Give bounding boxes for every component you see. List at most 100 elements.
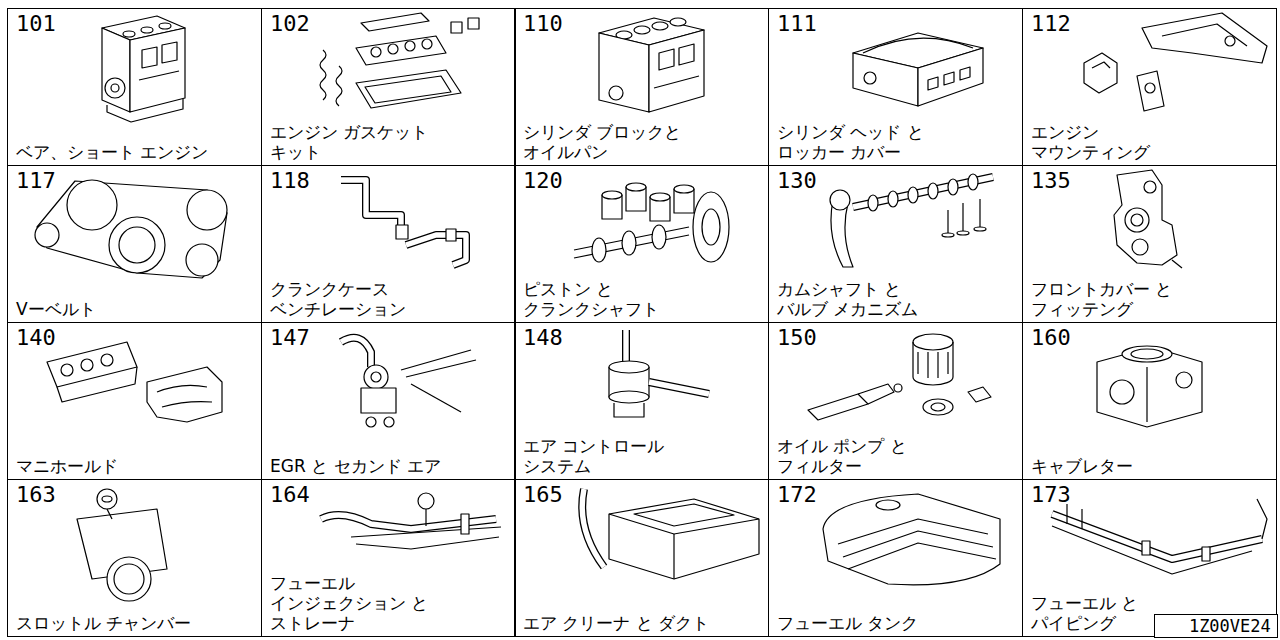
part-sketch [1052, 499, 1267, 574]
section-number: 112 [1031, 11, 1071, 37]
part-sketch [599, 18, 704, 112]
sketch-ellipse [693, 192, 729, 262]
section-number: 101 [16, 11, 56, 37]
sketch-line [928, 77, 938, 90]
catalog-cell: 164フューエル インジェクション と ストレーナ [261, 479, 516, 637]
catalog-cell: 118クランクケース ベンチレーション [261, 165, 516, 323]
sketch-circle [1125, 208, 1149, 232]
sketch-line [843, 531, 993, 557]
sketch-ellipse [974, 227, 986, 231]
sketch-line [1137, 71, 1164, 111]
part-sketch [47, 342, 222, 422]
sketch-line [446, 229, 456, 241]
section-number: 130 [777, 168, 817, 194]
sketch-ellipse [957, 231, 969, 235]
sketch-line [351, 527, 501, 537]
part-sketch [830, 174, 993, 267]
sketch-circle [371, 47, 381, 57]
sketch-ellipse [159, 23, 171, 29]
section-name: シリンダ ブロックと オイルパン [523, 122, 723, 162]
hose-outline [582, 489, 604, 567]
sketch-circle [97, 489, 117, 509]
part-sketch [102, 16, 185, 122]
section-name: エンジン マウンティング [1031, 122, 1181, 162]
section-name: Vーベルト [16, 299, 256, 319]
sketch-line [320, 50, 326, 100]
hose-fill [649, 382, 709, 394]
sketch-circle [109, 217, 165, 273]
sketch-line [1081, 509, 1082, 529]
section-number: 148 [523, 325, 563, 351]
part-sketch [574, 183, 729, 262]
sketch-ellipse [928, 183, 938, 199]
hose-outline [649, 382, 709, 394]
hose-fill [341, 180, 401, 225]
sketch-line [853, 53, 918, 106]
hose-fill [582, 489, 604, 567]
sketch-circle [81, 359, 93, 371]
sketch-ellipse [634, 26, 650, 34]
section-name: エア クリーナ と ダクト [523, 613, 763, 633]
sketch-line [863, 38, 973, 53]
sketch-line [1257, 499, 1267, 539]
sketch-ellipse [1122, 346, 1172, 362]
sketch-ellipse [592, 238, 606, 262]
sketch-line [848, 543, 996, 569]
part-sketch [35, 180, 227, 278]
sketch-circle [384, 417, 394, 427]
catalog-code-box: 1Z00VE24 [1154, 614, 1278, 638]
section-name: キャブレター [1031, 456, 1271, 476]
sketch-line [1162, 24, 1247, 46]
sketch-ellipse [609, 391, 649, 403]
sketch-circle [107, 557, 151, 601]
sketch-line [947, 352, 948, 374]
hose-fill [1052, 514, 1262, 559]
part-sketch [609, 330, 709, 417]
hose-outline [341, 338, 371, 367]
sketch-line [157, 385, 207, 392]
sketch-line [425, 509, 426, 526]
catalog-cell: 148エア コントロール システム [514, 322, 769, 480]
section-number: 140 [16, 325, 56, 351]
hose-outline [406, 235, 466, 265]
sketch-circle [405, 41, 415, 51]
part-sketch [853, 33, 983, 106]
sketch-line [659, 49, 674, 70]
sketch-circle [364, 365, 388, 389]
sketch-line [356, 36, 446, 65]
sketch-circle [894, 384, 902, 392]
sketch-line [361, 13, 429, 31]
sketch-line [673, 534, 674, 579]
sketch-circle [61, 364, 73, 376]
catalog-cell: 140マニホールド [7, 322, 262, 480]
sketch-line [47, 342, 137, 387]
sketch-line [960, 67, 970, 80]
section-number: 135 [1031, 168, 1071, 194]
sketch-ellipse [1131, 349, 1163, 359]
section-number: 111 [777, 11, 817, 37]
sketch-line [947, 210, 948, 235]
sketch-line [1142, 13, 1267, 63]
sketch-line [614, 403, 644, 417]
sketch-ellipse [141, 27, 153, 33]
sketch-line [468, 18, 479, 29]
sketch-ellipse [948, 179, 958, 195]
catalog-cell: 110シリンダ ブロックと オイルパン [514, 8, 769, 166]
part-sketch [1097, 346, 1202, 427]
sketch-line [649, 30, 704, 112]
sketch-circle [101, 354, 113, 366]
sketch-line [838, 519, 988, 544]
sketch-line [406, 360, 476, 377]
catalog-cell: 111シリンダ ヘッド と ロッカー カバー [768, 8, 1023, 166]
catalog-cell: 160キャブレター [1022, 322, 1277, 480]
sketch-line [139, 71, 179, 80]
sketch-ellipse [702, 209, 720, 245]
part-sketch [1114, 170, 1182, 268]
sketch-line [37, 181, 227, 278]
sketch-ellipse [888, 191, 898, 207]
sketch-ellipse [913, 334, 953, 350]
sketch-circle [418, 493, 434, 509]
sketch-line [1097, 347, 1202, 427]
catalog-cell: 135フロントカバー と フィッテング [1022, 165, 1277, 323]
catalog-cell: 165エア クリーナ と ダクト [514, 479, 769, 637]
